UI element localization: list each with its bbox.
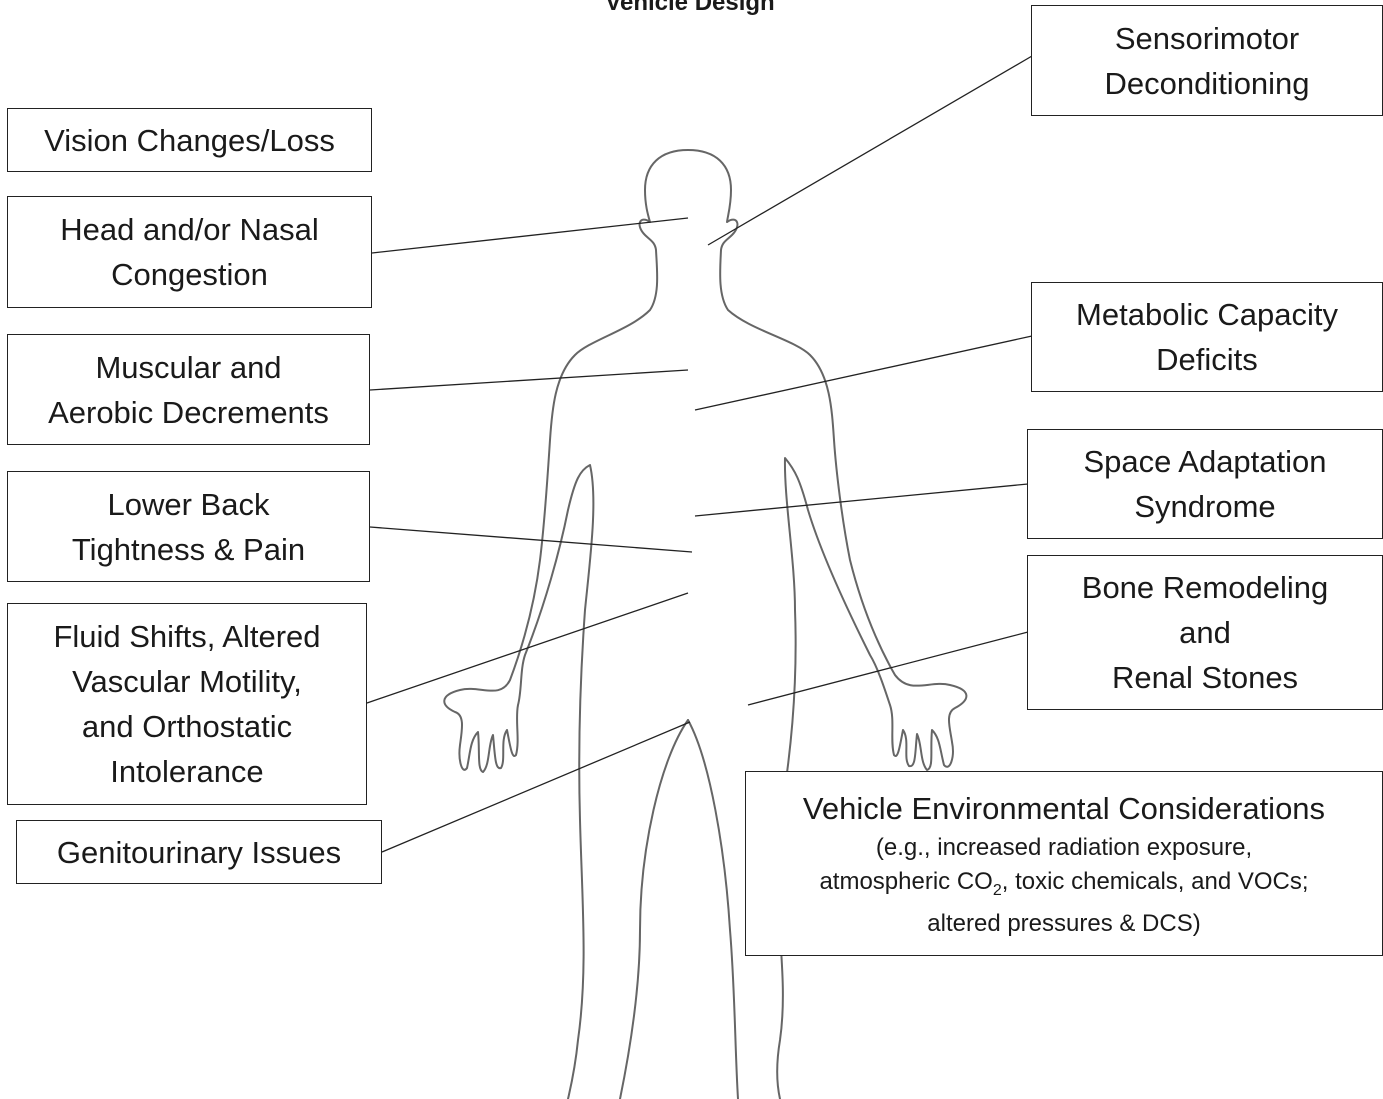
box-label: Genitourinary Issues [57, 830, 341, 875]
box-label: Aerobic Decrements [48, 390, 329, 435]
box-label: Renal Stones [1112, 655, 1298, 700]
bone-remodeling-box: Bone Remodeling and Renal Stones [1027, 555, 1383, 710]
box-label: Space Adaptation [1083, 439, 1326, 484]
box-label: Lower Back [108, 482, 270, 527]
connector-muscular [370, 370, 688, 390]
co2-prefix: atmospheric CO [819, 868, 992, 895]
connector-genito [382, 722, 690, 852]
connector-head [372, 218, 688, 253]
head-nasal-congestion-box: Head and/or Nasal Congestion [7, 196, 372, 308]
box-sub-line-3: altered pressures & DCS) [927, 907, 1200, 941]
box-label: Fluid Shifts, Altered [53, 614, 320, 659]
box-label: and Orthostatic [82, 704, 292, 749]
box-sub-line-2: atmospheric CO2, toxic chemicals, and VO… [819, 865, 1308, 908]
vehicle-environmental-box: Vehicle Environmental Considerations (e.… [745, 771, 1383, 956]
leg-inner-left [620, 720, 688, 1099]
box-label: and [1179, 610, 1231, 655]
lower-back-box: Lower Back Tightness & Pain [7, 471, 370, 582]
box-label: Vascular Motility, [72, 659, 302, 704]
connector-fluid [367, 593, 688, 703]
diagram-title: Vehicle Design [440, 0, 940, 18]
vision-changes-box: Vision Changes/Loss [7, 108, 372, 172]
connector-space [695, 484, 1028, 516]
box-label: Muscular and [95, 345, 281, 390]
box-label: Metabolic Capacity [1076, 292, 1338, 337]
connector-sensorimotor [708, 56, 1032, 245]
body-outline-right [688, 150, 966, 1099]
box-label: Deficits [1156, 337, 1258, 382]
box-label: Congestion [111, 252, 268, 297]
box-label: Bone Remodeling [1082, 565, 1328, 610]
co2-subscript: 2 [993, 881, 1002, 898]
sensorimotor-box: Sensorimotor Deconditioning [1031, 5, 1383, 116]
muscular-aerobic-box: Muscular and Aerobic Decrements [7, 334, 370, 445]
metabolic-capacity-box: Metabolic Capacity Deficits [1031, 282, 1383, 392]
fluid-shifts-box: Fluid Shifts, Altered Vascular Motility,… [7, 603, 367, 805]
connector-back [370, 527, 692, 552]
box-label: Sensorimotor [1115, 16, 1299, 61]
box-label: Deconditioning [1104, 61, 1309, 106]
box-label: Vision Changes/Loss [44, 118, 335, 163]
box-label: Intolerance [110, 749, 263, 794]
genitourinary-box: Genitourinary Issues [16, 820, 382, 884]
box-sub-line-1: (e.g., increased radiation exposure, [876, 831, 1252, 865]
box-title: Vehicle Environmental Considerations [803, 786, 1325, 831]
box-label: Syndrome [1134, 484, 1275, 529]
connector-metabolic [695, 336, 1032, 410]
leg-inner-right [688, 720, 738, 1099]
body-outline-left [444, 150, 688, 1099]
connector-bone [748, 632, 1028, 705]
space-adaptation-box: Space Adaptation Syndrome [1027, 429, 1383, 539]
box-label: Head and/or Nasal [60, 207, 319, 252]
co2-suffix: , toxic chemicals, and VOCs; [1002, 868, 1309, 895]
box-label: Tightness & Pain [72, 527, 305, 572]
